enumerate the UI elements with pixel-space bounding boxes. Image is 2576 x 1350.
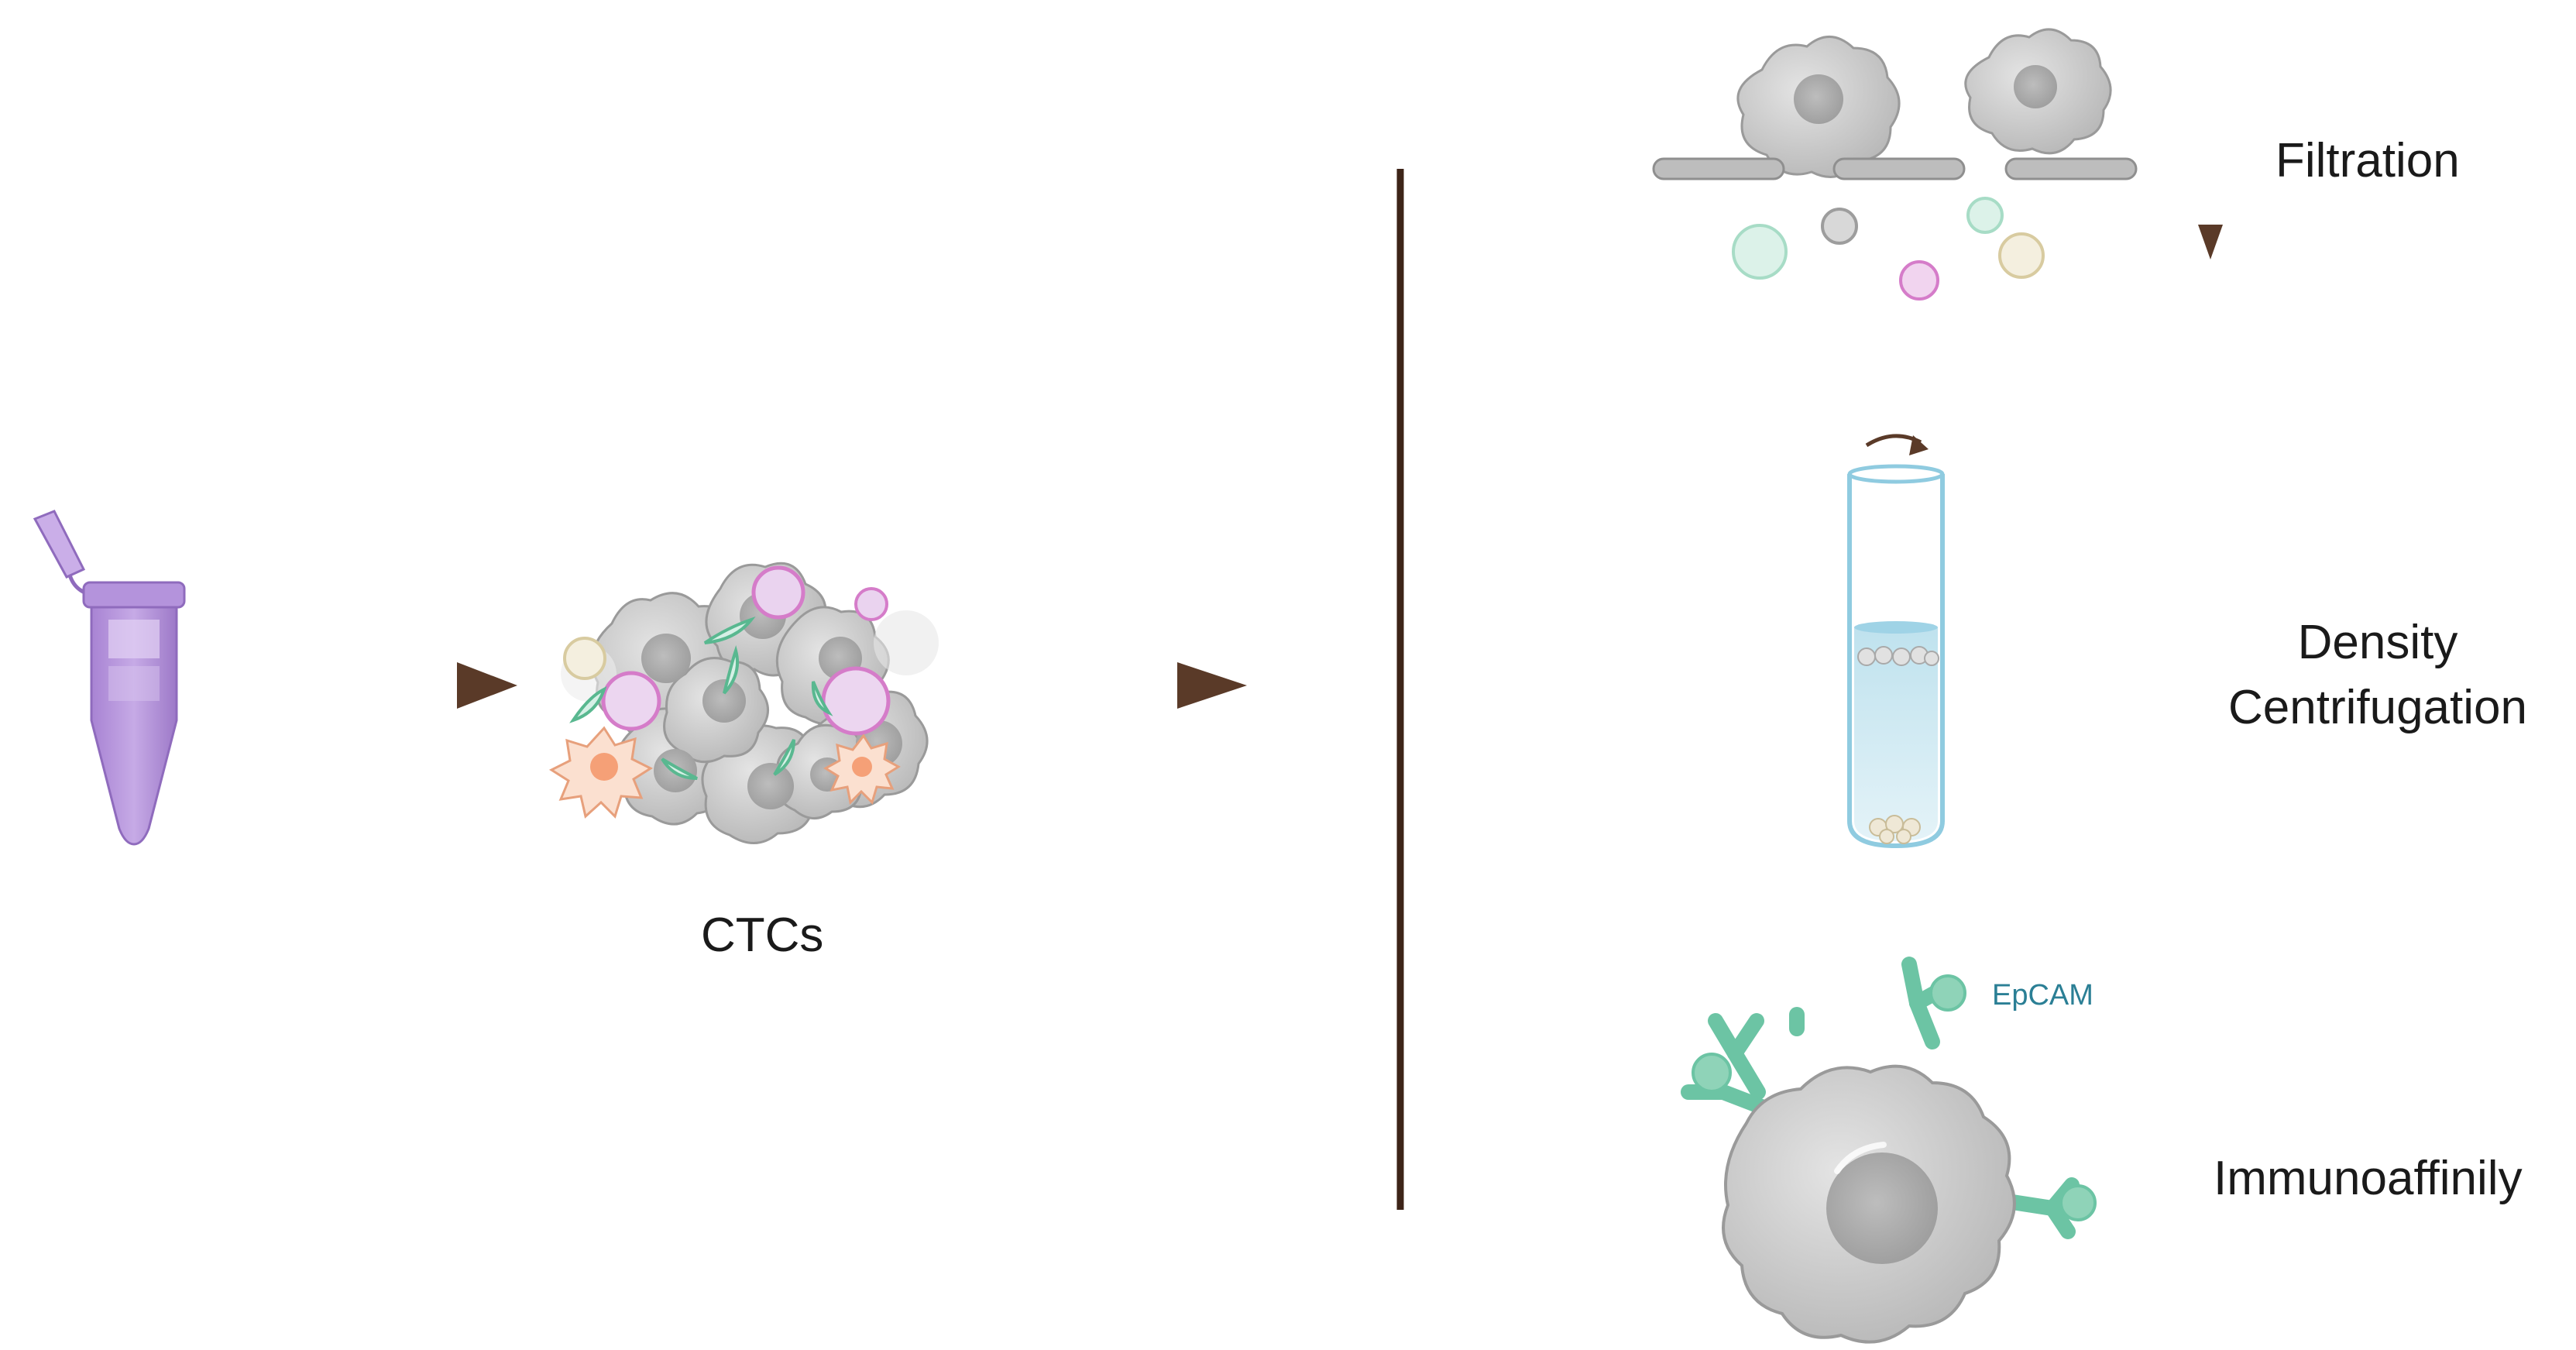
ctcs-label: CTCs xyxy=(701,909,824,962)
density-centrifugation-label: Density Centrifugation xyxy=(2207,610,2548,740)
epcam-label: EpCAM xyxy=(1992,979,2093,1012)
spiky-cell-left xyxy=(548,726,654,819)
spiky-cell-right xyxy=(823,733,901,806)
arrow-down-icon xyxy=(2198,85,2223,259)
immunoaffinity-cell-icon xyxy=(1681,957,2097,1344)
arrow-right-icon xyxy=(256,662,517,709)
ctc-cluster-icon xyxy=(548,562,939,844)
microtube-icon xyxy=(33,510,186,846)
density-label-line2: Centrifugation xyxy=(2227,681,2528,734)
immunoaffinity-label: Immunoaffinily xyxy=(2214,1152,2523,1205)
centrifuge-tube-icon xyxy=(1847,434,1945,849)
method-bracket xyxy=(1396,168,1510,1211)
filtration-icon xyxy=(1652,28,2138,301)
arrow-right-icon xyxy=(987,662,1247,709)
density-label-line1: Density xyxy=(2297,616,2458,669)
filtration-label: Filtration xyxy=(2275,134,2460,187)
